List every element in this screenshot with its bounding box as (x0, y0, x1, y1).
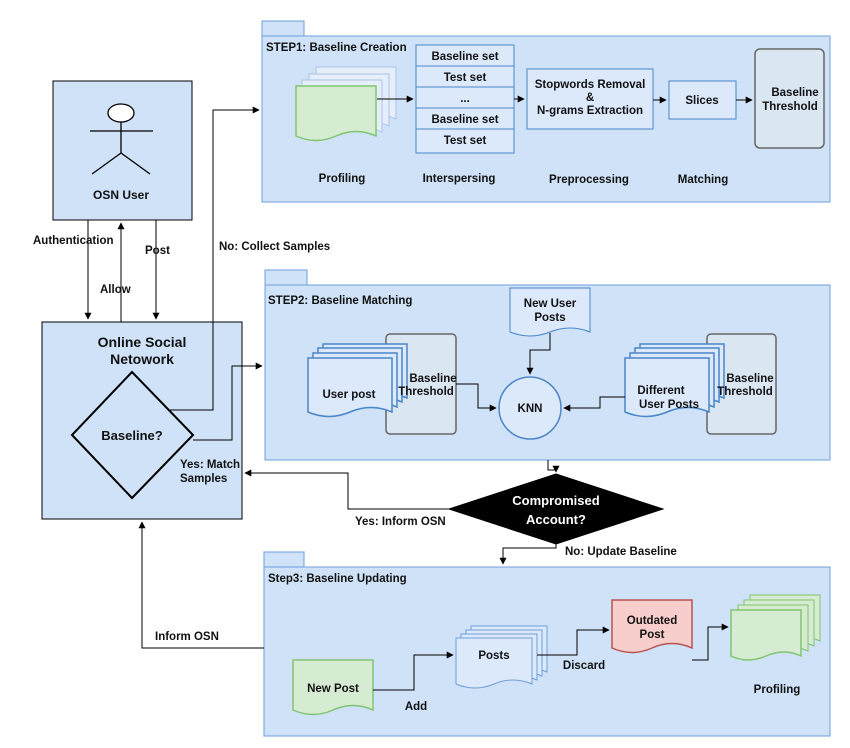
edge-inform-osn (138, 521, 264, 649)
step1-preprocessing-box: Stopwords Removal & N-grams Extraction (526, 68, 654, 130)
different-line1: Different (637, 385, 684, 397)
connectors (84, 106, 560, 649)
step2-left-threshold-line1: Baseline (409, 373, 456, 385)
online-social-network-box: Online Social Netowork Baseline? (41, 321, 243, 520)
caption-preprocessing: Preprocessing (549, 174, 629, 186)
caption-profiling: Profiling (319, 173, 366, 185)
step1-slices-box: Slices (668, 80, 737, 120)
new-post-label: New Post (307, 683, 359, 695)
user-post-label: User post (322, 389, 375, 401)
preprocess-line1: Stopwords Removal (535, 79, 646, 91)
different-line2: User Posts (639, 399, 699, 411)
preprocess-line2: & (586, 92, 594, 104)
edge-yes-match-label-line1: Yes: Match (180, 459, 240, 471)
new-post-doc: New Post (292, 659, 374, 716)
new-user-posts-doc: New User Posts (509, 287, 591, 337)
edge-authentication-label: Authentication (33, 235, 114, 247)
edge-add-label: Add (405, 701, 427, 713)
step3-arrows (373, 623, 729, 691)
knn-node: KNN (498, 376, 562, 440)
knn-label: KNN (518, 403, 543, 415)
step1-panel: STEP1: Baseline Creation Baseline set Te… (261, 20, 831, 203)
step2-panel: STEP2: Baseline Matching New User Posts … (264, 269, 831, 461)
compromised-line2: Account? (526, 512, 586, 527)
osn-user-box: OSN User (52, 80, 193, 221)
baseline-decision-label: Baseline? (101, 428, 162, 443)
preprocess-line3: N-grams Extraction (537, 105, 643, 117)
new-posts-line1: New User (524, 298, 577, 310)
posts-docs: Posts (455, 625, 548, 689)
step1-profiling-docs (295, 66, 397, 142)
user-post-docs: User post (307, 343, 408, 418)
caption-matching: Matching (678, 174, 728, 186)
edge-post-label: Post (145, 245, 170, 257)
edge-yes-match (193, 362, 263, 441)
osn-title-line1: Online Social (98, 334, 187, 350)
step1-threshold-box: Baseline Threshold (754, 48, 825, 149)
step1-arrows (377, 95, 753, 104)
caption-interspersing: Interspersing (423, 173, 496, 185)
step2-right-threshold-line2: Threshold (717, 386, 773, 398)
set-item: Baseline set (431, 51, 498, 63)
step3-panel: Step3: Baseline Updating New Post Posts … (263, 551, 831, 737)
osn-user-label: OSN User (93, 188, 149, 202)
threshold-line2: Threshold (762, 101, 818, 113)
step2-arrows (456, 333, 625, 412)
step3-title: Step3: Baseline Updating (268, 573, 407, 585)
osn-title-line2: Netowork (110, 351, 174, 367)
stick-figure-icon (90, 103, 153, 175)
set-item: ... (460, 93, 470, 105)
set-item: Baseline set (431, 114, 498, 126)
step2-title: STEP2: Baseline Matching (268, 295, 412, 307)
posts-label: Posts (478, 650, 509, 662)
edge-yes-match-label-line2: Samples (180, 473, 227, 485)
step1-sets: Baseline set Test set ... Baseline set T… (415, 44, 515, 154)
outdated-line1: Outdated (627, 615, 677, 627)
step2-right-threshold-line1: Baseline (726, 373, 773, 385)
new-posts-line2: Posts (534, 312, 565, 324)
different-user-posts-docs: Different User Posts (624, 343, 725, 418)
edge-step2-to-decision (547, 460, 560, 473)
edge-no-collect-label: No: Collect Samples (219, 241, 330, 253)
outdated-post-doc: Outdated Post (611, 599, 693, 654)
set-item: Test set (444, 72, 487, 84)
edge-inform-osn-label: Inform OSN (155, 631, 219, 643)
set-item: Test set (444, 135, 487, 147)
edge-discard-label: Discard (563, 660, 605, 672)
slices-label: Slices (685, 95, 718, 107)
step3-profiling-docs (730, 594, 821, 661)
step2-left-threshold-line2: Threshold (398, 386, 454, 398)
edge-yes-inform (244, 469, 449, 510)
edge-no-collect (170, 106, 260, 411)
compromised-decision: Compromised Account? (447, 473, 665, 545)
threshold-line1: Baseline (771, 87, 818, 99)
edge-no-update (499, 544, 557, 565)
outdated-line2: Post (640, 629, 665, 641)
edge-yes-inform-label: Yes: Inform OSN (355, 516, 446, 528)
baseline-decision (70, 370, 195, 500)
edge-allow-label: Allow (100, 284, 131, 296)
compromised-line1: Compromised (512, 493, 599, 508)
step3-profiling-label: Profiling (754, 684, 801, 696)
edge-no-update-label: No: Update Baseline (565, 546, 677, 558)
step1-title: STEP1: Baseline Creation (266, 42, 407, 54)
